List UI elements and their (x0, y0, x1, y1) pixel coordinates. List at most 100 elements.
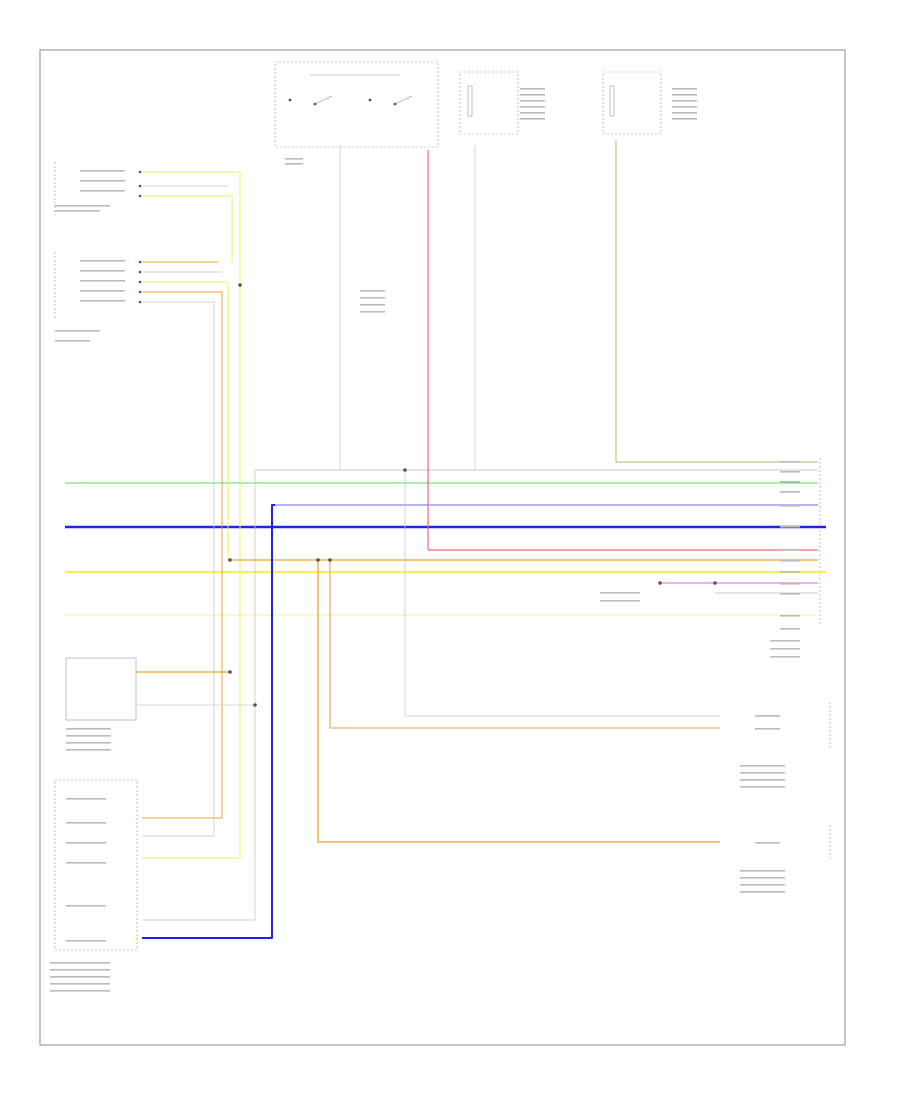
label-mark-2 (80, 190, 125, 192)
label-mark-35 (780, 526, 800, 528)
label-mark-26 (672, 100, 697, 102)
splice-4 (328, 558, 332, 562)
label-mark-46 (600, 592, 640, 594)
label-mark-71 (50, 976, 110, 978)
label-mark-4 (55, 210, 100, 212)
splice-2 (228, 558, 232, 562)
label-mark-40 (780, 593, 800, 595)
label-mark-60 (66, 735, 111, 737)
label-mark-27 (672, 106, 697, 108)
splice-5 (238, 283, 242, 287)
wire-orange-lower (329, 560, 720, 729)
label-mark-45 (770, 656, 800, 658)
label-mark-22 (520, 112, 545, 114)
splices (228, 283, 717, 707)
wire-olive-drop (615, 140, 818, 463)
label-mark-7 (80, 280, 125, 282)
fuse-block-left (459, 71, 519, 135)
label-mark-12 (285, 158, 303, 160)
label-mark-54 (755, 842, 780, 844)
splice-9 (713, 581, 717, 585)
label-mark-3 (55, 205, 110, 207)
label-mark-55 (740, 870, 785, 872)
label-mark-17 (360, 311, 385, 313)
label-mark-33 (780, 491, 800, 493)
label-mark-14 (360, 290, 385, 292)
label-mark-29 (672, 118, 697, 120)
label-mark-5 (80, 260, 125, 262)
wires (65, 140, 826, 939)
splice-1 (403, 468, 407, 472)
label-mark-30 (780, 461, 800, 463)
label-mark-6 (80, 270, 125, 272)
label-mark-66 (66, 862, 106, 864)
label-mark-49 (755, 728, 780, 730)
label-mark-1 (80, 180, 125, 182)
wire-yellow-a3 (142, 195, 233, 262)
label-mark-63 (66, 798, 106, 800)
label-mark-72 (50, 983, 110, 985)
label-mark-23 (520, 118, 545, 120)
label-mark-56 (740, 877, 785, 879)
fuse-block-right (602, 71, 662, 135)
label-mark-36 (780, 549, 800, 551)
label-mark-19 (520, 94, 545, 96)
wire-gray-b5 (142, 301, 215, 837)
label-mark-20 (520, 100, 545, 102)
label-mark-50 (740, 765, 785, 767)
label-mark-41 (780, 615, 800, 617)
label-mark-69 (50, 962, 110, 964)
label-mark-38 (780, 571, 800, 573)
label-mark-68 (66, 940, 106, 942)
label-mark-8 (80, 290, 125, 292)
label-mark-47 (600, 600, 640, 602)
splice-8 (658, 581, 662, 585)
label-mark-57 (740, 884, 785, 886)
label-mark-21 (520, 106, 545, 108)
label-mark-64 (66, 822, 106, 824)
label-mark-65 (66, 842, 106, 844)
label-mark-42 (780, 628, 800, 630)
component-c (65, 657, 137, 721)
component-b (54, 252, 142, 318)
label-mark-9 (80, 300, 125, 302)
label-mark-62 (66, 749, 111, 751)
label-mark-59 (66, 728, 111, 730)
wire-gray-vert (142, 470, 256, 921)
splice-6 (253, 703, 257, 707)
label-marks (50, 88, 800, 992)
label-mark-0 (80, 170, 125, 172)
label-mark-39 (780, 583, 800, 585)
label-mark-43 (770, 640, 800, 642)
label-mark-32 (780, 481, 800, 483)
component-d (54, 779, 138, 951)
wire-orange-b4 (142, 291, 223, 819)
label-mark-28 (672, 112, 697, 114)
diagram-frame (39, 49, 846, 1046)
splice-3 (316, 558, 320, 562)
label-mark-67 (66, 905, 106, 907)
label-mark-51 (740, 772, 785, 774)
label-mark-10 (55, 330, 100, 332)
label-mark-48 (755, 715, 780, 717)
label-mark-70 (50, 969, 110, 971)
wire-yellow-a1 (142, 171, 241, 859)
label-mark-58 (740, 891, 785, 893)
wire-gray-vert-2 (404, 470, 720, 717)
label-mark-18 (520, 88, 545, 90)
wire-blue-drop (142, 504, 275, 939)
label-mark-34 (780, 505, 800, 507)
label-mark-15 (360, 297, 385, 299)
label-mark-11 (55, 340, 90, 342)
label-mark-73 (50, 990, 110, 992)
splice-7 (228, 670, 232, 674)
label-mark-31 (780, 471, 800, 473)
ignition-switch (274, 61, 439, 148)
label-mark-16 (360, 304, 385, 306)
wire-yellow-b3 (142, 281, 229, 560)
wire-orange-lowest (317, 560, 720, 843)
label-mark-24 (672, 88, 697, 90)
label-mark-44 (770, 648, 800, 650)
label-mark-53 (740, 786, 785, 788)
